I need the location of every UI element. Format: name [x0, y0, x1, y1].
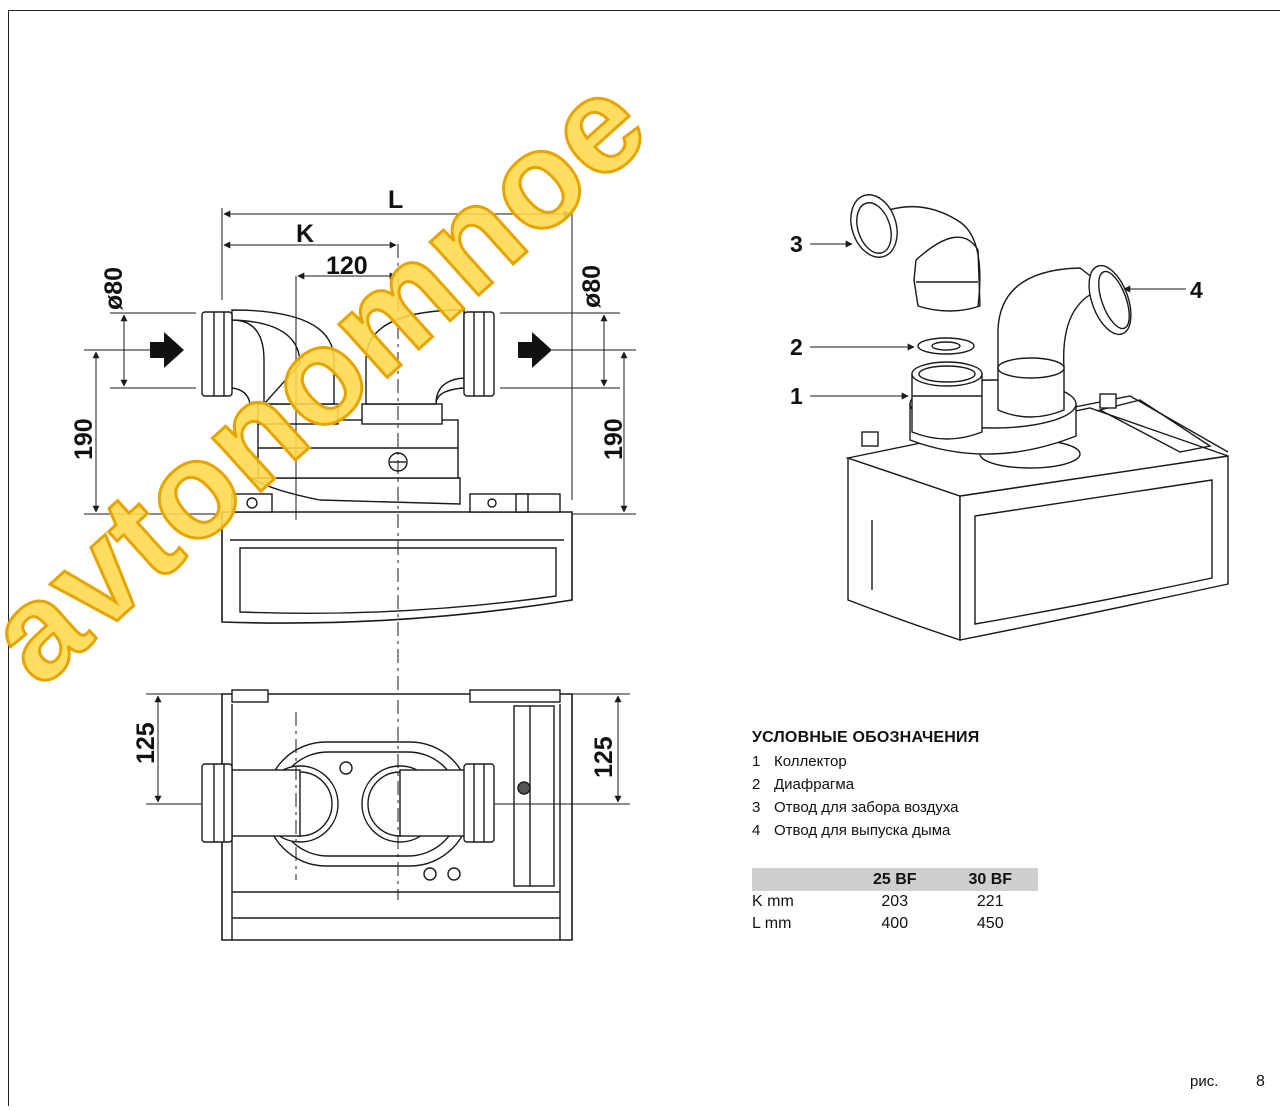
- front-view: [150, 244, 573, 700]
- spec-cell: K mm: [752, 893, 794, 910]
- legend-item-number: 3: [752, 799, 761, 816]
- dim-dia-right: ø80: [578, 265, 606, 308]
- spec-table-header-row: 25 BF 30 BF: [752, 868, 1038, 891]
- spec-header-cell: 30 BF: [942, 868, 1038, 891]
- dim-190-left: 190: [70, 418, 98, 460]
- legend-item-label: Отвод для забора воздуха: [774, 799, 959, 816]
- front-dimensions: [84, 208, 636, 515]
- dim-125-right: 125: [590, 736, 618, 778]
- spec-cell: 221: [976, 893, 1004, 910]
- figure-caption: рис. 8: [1190, 1073, 1265, 1090]
- dim-K: K: [296, 220, 314, 248]
- legend: УСЛОВНЫЕ ОБОЗНАЧЕНИЯ 1 Коллектор 2 Диафраг…: [752, 729, 1052, 842]
- page-frame: [8, 10, 1280, 1106]
- spec-header-cell: [752, 868, 847, 891]
- legend-item: 4 Отвод для выпуска дыма: [752, 819, 1052, 842]
- legend-item-label: Диафрагма: [774, 776, 855, 793]
- table-row: K mm 203 221: [752, 891, 1038, 913]
- legend-item-number: 2: [752, 776, 761, 793]
- legend-item-number: 4: [752, 822, 761, 839]
- isometric-view: [810, 194, 1229, 641]
- spec-cell: 400: [881, 915, 909, 932]
- spec-cell: 203: [881, 893, 909, 910]
- spec-table: 25 BF 30 BF K mm 203 221 L mm 400 450: [752, 868, 1038, 935]
- dim-L: L: [388, 186, 403, 214]
- legend-item: 1 Коллектор: [752, 750, 1052, 773]
- spec-cell: 450: [976, 915, 1004, 932]
- top-view: [201, 689, 573, 941]
- legend-item-label: Коллектор: [774, 753, 847, 770]
- callout-1: 1: [790, 383, 803, 409]
- figure-number: 8: [1256, 1073, 1265, 1090]
- top-dimensions: [146, 693, 630, 805]
- dim-190-right: 190: [600, 418, 628, 460]
- legend-item-label: Отвод для выпуска дыма: [774, 822, 951, 839]
- dim-125-left: 125: [132, 722, 160, 764]
- callout-4: 4: [1190, 277, 1203, 303]
- legend-title: УСЛОВНЫЕ ОБОЗНАЧЕНИЯ: [752, 729, 980, 746]
- spec-cell: L mm: [752, 915, 792, 932]
- callout-2: 2: [790, 334, 803, 360]
- legend-item: 2 Диафрагма: [752, 773, 1052, 796]
- table-row: L mm 400 450: [752, 913, 1038, 935]
- dim-dia-left: ø80: [100, 267, 128, 310]
- dim-120: 120: [326, 252, 368, 280]
- callout-3: 3: [790, 231, 803, 257]
- figure-label: рис.: [1190, 1073, 1219, 1090]
- spec-header-cell: 25 BF: [847, 868, 943, 891]
- legend-item: 3 Отвод для забора воздуха: [752, 796, 1052, 819]
- legend-item-number: 1: [752, 753, 761, 770]
